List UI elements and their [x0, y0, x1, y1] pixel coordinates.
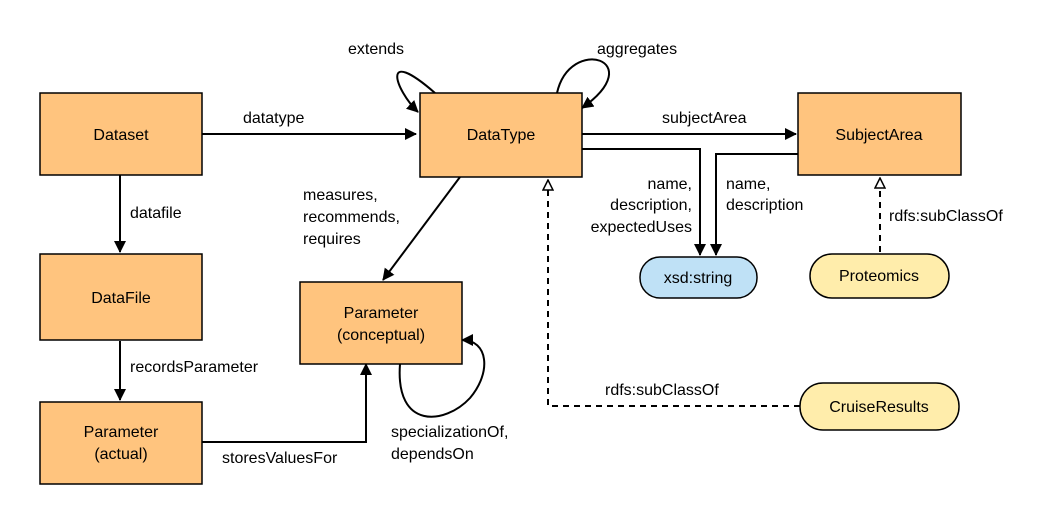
label-specialization-1: specializationOf, [391, 424, 508, 441]
node-subjectarea-label: SubjectArea [835, 127, 922, 144]
label-measures-1: measures, [303, 187, 378, 204]
node-dataset-label: Dataset [93, 127, 149, 144]
edge-labels: extends aggregates datatype subjectArea … [130, 41, 1003, 467]
label-dt-string-2: description, [610, 197, 692, 214]
node-parameter-conceptual-line1: Parameter [344, 305, 419, 322]
label-dt-string-1: name, [648, 176, 692, 193]
node-datafile-label: DataFile [91, 290, 151, 307]
edge-subjectarea-string [710, 153, 798, 256]
edge-datatype-string [582, 148, 706, 256]
label-cruise-subclass: rdfs:subClassOf [605, 382, 719, 399]
label-subjectarea: subjectArea [662, 110, 747, 127]
label-aggregates: aggregates [597, 41, 677, 58]
node-xsd-string[interactable]: xsd:string [639, 256, 758, 299]
node-dataset[interactable]: Dataset [39, 92, 203, 176]
label-specialization-2: dependsOn [391, 446, 474, 463]
label-datatype: datatype [243, 110, 304, 127]
node-datafile[interactable]: DataFile [39, 253, 203, 341]
label-datafile: datafile [130, 205, 182, 222]
node-parameter-actual-line2: (actual) [94, 446, 147, 463]
node-xsd-string-label: xsd:string [664, 270, 732, 287]
node-subjectarea[interactable]: SubjectArea [797, 92, 962, 176]
node-cruiseresults[interactable]: CruiseResults [799, 382, 960, 431]
label-recordsparameter: recordsParameter [130, 359, 259, 376]
edge-aggregates [556, 58, 610, 109]
node-cruiseresults-box [799, 382, 960, 431]
edge-specialization [398, 334, 486, 418]
edges [114, 58, 880, 443]
label-storesvaluesfor: storesValuesFor [222, 450, 338, 467]
node-xsd-string-box [639, 256, 758, 299]
node-proteomics-box [809, 253, 950, 299]
node-parameter-actual-box [39, 401, 203, 485]
node-subjectarea-box [797, 92, 962, 176]
node-parameter-conceptual-line2: (conceptual) [337, 327, 425, 344]
node-parameter-conceptual-box [299, 281, 463, 365]
node-datatype-label: DataType [467, 127, 536, 144]
node-proteomics-label: Proteomics [839, 268, 919, 285]
label-measures-2: recommends, [303, 209, 400, 226]
edge-measures [382, 176, 461, 281]
nodes: Dataset DataType SubjectArea DataFile Pa… [39, 92, 962, 485]
node-datatype[interactable]: DataType [419, 92, 583, 178]
edge-storesvaluesfor [202, 363, 372, 443]
label-sa-string-2: description [726, 197, 803, 214]
label-proteomics-subclass: rdfs:subClassOf [889, 208, 1003, 225]
label-sa-string-1: name, [726, 176, 770, 193]
node-parameter-conceptual[interactable]: Parameter (conceptual) [299, 281, 463, 365]
node-parameter-actual[interactable]: Parameter (actual) [39, 401, 203, 485]
edge-extends [396, 70, 436, 113]
node-datatype-box [419, 92, 583, 178]
node-cruiseresults-label: CruiseResults [829, 399, 929, 416]
label-extends: extends [348, 41, 404, 58]
label-measures-3: requires [303, 231, 361, 248]
node-parameter-actual-line1: Parameter [84, 424, 159, 441]
node-datafile-box [39, 253, 203, 341]
node-dataset-box [39, 92, 203, 176]
node-proteomics[interactable]: Proteomics [809, 253, 950, 299]
label-dt-string-3: expectedUses [591, 219, 692, 236]
